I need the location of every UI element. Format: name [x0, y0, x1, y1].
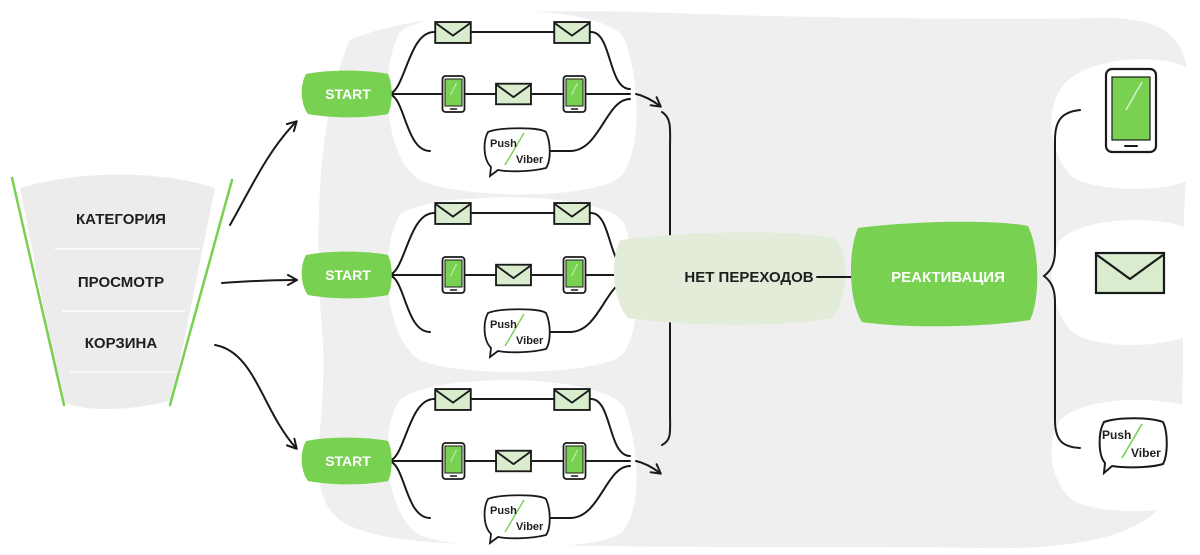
- connector-line: [387, 212, 435, 276]
- channels-bracket: [1042, 109, 1081, 449]
- connector-line: [387, 274, 431, 333]
- flows: STARTPushViberSTARTPushViberSTARTPushVib…: [301, 21, 662, 545]
- push-viber-bubble-icon: [483, 308, 551, 359]
- phone-icon: [441, 256, 466, 294]
- flow-out-arrow: [635, 460, 662, 475]
- start-label: START: [325, 453, 371, 469]
- connector-line: [590, 398, 631, 457]
- envelope-icon: [495, 449, 532, 473]
- connector-line: [387, 398, 435, 462]
- reactivation-node: РЕАКТИВАЦИЯ: [850, 221, 1038, 327]
- phone-icon: [562, 75, 587, 113]
- reactivation-label: РЕАКТИВАЦИЯ: [891, 269, 1005, 286]
- channel-email: [1094, 251, 1166, 295]
- no-transitions-label: НЕТ ПЕРЕХОДОВ: [684, 269, 813, 286]
- arrow-category-to-start-1: [229, 120, 298, 226]
- envelope-icon: [434, 202, 472, 225]
- flow-out-arrow: [635, 93, 662, 108]
- connector-line: [387, 460, 431, 519]
- funnel-item-view: ПРОСМОТР: [78, 274, 164, 291]
- flow-connectors: [387, 398, 662, 519]
- envelope-icon: [553, 388, 591, 411]
- funnel-body: [20, 174, 215, 409]
- channel-push-viber: Push Viber: [1098, 417, 1168, 476]
- phone-icon: [562, 442, 587, 480]
- funnel-left-edge: [10, 176, 66, 407]
- viber-label: Viber: [516, 154, 544, 166]
- phone-icon: [441, 75, 466, 113]
- envelope-icon: [495, 263, 532, 287]
- push-label: Push: [1102, 428, 1131, 442]
- push-label: Push: [490, 319, 517, 331]
- arrow-cart-to-start-3: [214, 344, 298, 450]
- phone-icon: [441, 442, 466, 480]
- envelope-icon: [1094, 251, 1166, 295]
- start-pill: [301, 251, 392, 299]
- envelope-icon: [553, 21, 591, 44]
- push-viber-bubble-icon: [483, 127, 551, 178]
- connector-line: [387, 31, 435, 95]
- connector-line: [590, 31, 631, 90]
- funnel-arrows: [214, 120, 298, 450]
- channel-phone: [1104, 67, 1158, 154]
- push-viber-bubble-icon: [483, 494, 551, 545]
- flow-connectors: [387, 31, 662, 152]
- start-node: START: [301, 70, 392, 118]
- start-pill: [301, 437, 392, 485]
- envelope-icon: [434, 388, 472, 411]
- push-label: Push: [490, 505, 517, 517]
- bubble-slash: [504, 499, 525, 533]
- connector-line: [387, 93, 431, 152]
- funnel: КАТЕГОРИЯ ПРОСМОТР КОРЗИНА: [10, 174, 234, 409]
- viber-label: Viber: [1131, 446, 1161, 460]
- viber-label: Viber: [516, 521, 544, 533]
- envelope-icon: [553, 202, 591, 225]
- funnel-item-category: КАТЕГОРИЯ: [76, 211, 166, 228]
- bubble-slash: [504, 132, 525, 166]
- funnel-right-edge: [168, 178, 234, 407]
- envelope-icon: [434, 21, 472, 44]
- reactivation-bg: [850, 221, 1038, 327]
- phone-icon: [562, 256, 587, 294]
- connector-line: [569, 98, 631, 152]
- phone-icon: [1104, 67, 1158, 154]
- start-label: START: [325, 86, 371, 102]
- push-label: Push: [490, 138, 517, 150]
- no-transitions-bg: [613, 232, 846, 325]
- no-transitions-node: НЕТ ПЕРЕХОДОВ: [613, 232, 846, 325]
- push-viber-bubble-icon: [1098, 417, 1168, 476]
- envelope-icon: [495, 82, 532, 106]
- viber-label: Viber: [516, 335, 544, 347]
- arrow-view-to-start-2: [221, 274, 298, 287]
- start-node: START: [301, 437, 392, 485]
- connector-line: [569, 465, 631, 519]
- funnel-item-cart: КОРЗИНА: [85, 335, 158, 352]
- start-node: START: [301, 251, 392, 299]
- start-label: START: [325, 267, 371, 283]
- bubble-slash: [504, 313, 525, 347]
- start-pill: [301, 70, 392, 118]
